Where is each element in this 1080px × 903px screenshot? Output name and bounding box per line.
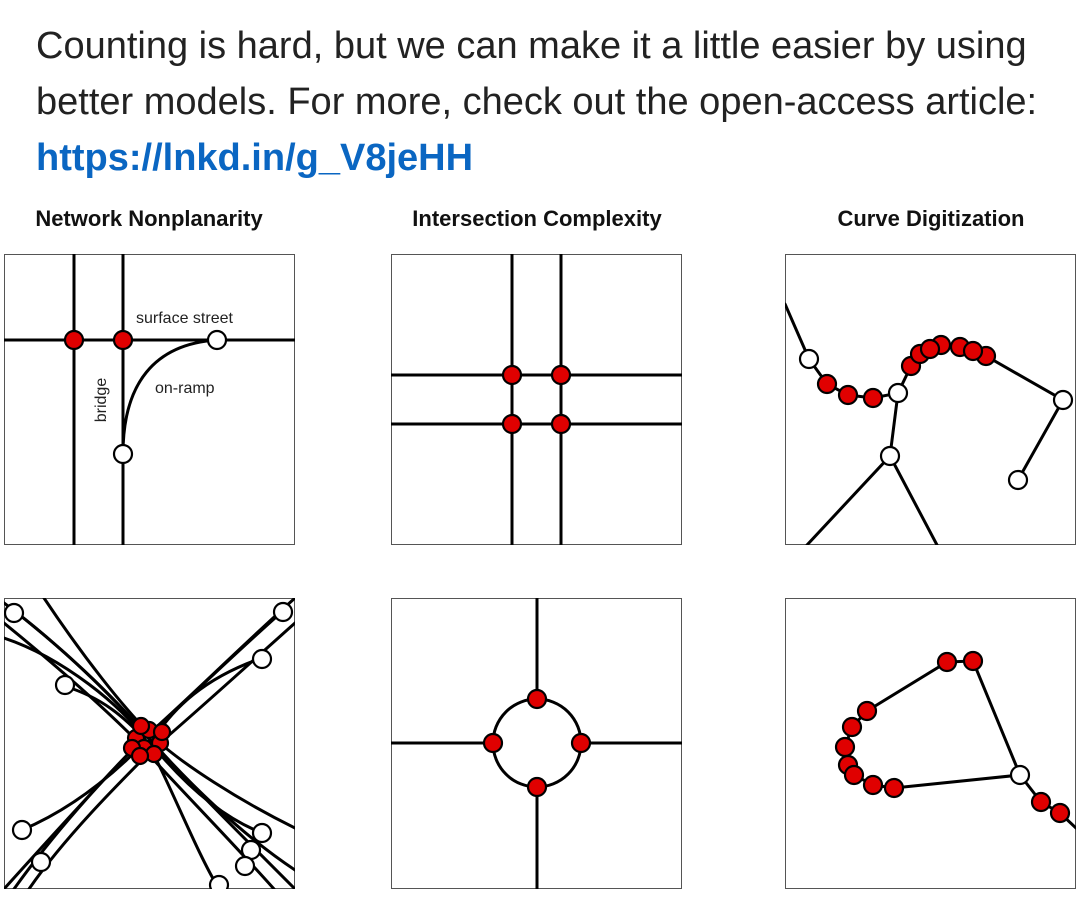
vertex-node <box>843 764 865 786</box>
vertex-node <box>962 340 984 362</box>
post-text: Counting is hard, but we can make it a l… <box>36 18 1046 186</box>
intersection-node <box>550 413 572 435</box>
label-bridge: bridge <box>93 378 110 423</box>
panel-curve-loop <box>785 598 1076 889</box>
endpoint-node <box>30 851 52 873</box>
panel-curvy-road <box>785 254 1076 545</box>
endpoint-node <box>1007 469 1029 491</box>
junction-node <box>1009 764 1031 786</box>
intersection-node <box>63 329 85 351</box>
post-body: Counting is hard, but we can make it a l… <box>36 25 1038 123</box>
endpoint-node <box>251 648 273 670</box>
vertex-node <box>919 338 941 360</box>
vertex-node <box>962 650 984 672</box>
intersection-node <box>482 732 504 754</box>
intersection-node <box>526 776 548 798</box>
endpoint-node <box>234 855 256 877</box>
vertex-node <box>862 387 884 409</box>
intersection-node <box>570 732 592 754</box>
endpoint-node <box>112 443 134 465</box>
intersection-node <box>112 329 134 351</box>
intersection-node <box>152 722 172 742</box>
panel-roundabout <box>391 598 682 889</box>
label-surface-street: surface street <box>136 310 233 327</box>
vertex-node <box>1030 791 1052 813</box>
vertex-node <box>862 774 884 796</box>
junction-node <box>887 382 909 404</box>
vertex-node <box>883 777 905 799</box>
endpoint-node <box>4 602 25 624</box>
column-title-intersection-complexity: Intersection Complexity <box>412 206 662 231</box>
vertex-node <box>1049 802 1071 824</box>
panel-interchange <box>4 598 295 889</box>
intersection-node <box>130 746 150 766</box>
endpoint-node <box>798 348 820 370</box>
vertex-node <box>837 384 859 406</box>
endpoint-node <box>251 822 273 844</box>
endpoint-node <box>1052 389 1074 411</box>
intersection-node <box>526 688 548 710</box>
article-link[interactable]: https://lnkd.in/g_V8jeHH <box>36 137 474 179</box>
panel-bridge-onramp: surface street on-ramp bridge <box>4 254 295 545</box>
intersection-node <box>131 716 151 736</box>
endpoint-node <box>11 819 33 841</box>
endpoint-node <box>54 674 76 696</box>
panel-double-intersection <box>391 254 682 545</box>
vertex-node <box>936 651 958 673</box>
vertex-node <box>856 700 878 722</box>
vertex-node <box>816 373 838 395</box>
vertex-node <box>834 736 856 758</box>
endpoint-node <box>208 874 230 889</box>
intersection-node <box>501 413 523 435</box>
junction-node <box>879 445 901 467</box>
vertex-node <box>841 716 863 738</box>
column-title-curve-digitization: Curve Digitization <box>837 206 1025 231</box>
endpoint-node <box>272 601 294 623</box>
endpoint-node <box>206 329 228 351</box>
column-title-network-nonplanarity: Network Nonplanarity <box>35 206 263 231</box>
intersection-node <box>501 364 523 386</box>
label-on-ramp: on-ramp <box>155 380 215 397</box>
intersection-node <box>550 364 572 386</box>
